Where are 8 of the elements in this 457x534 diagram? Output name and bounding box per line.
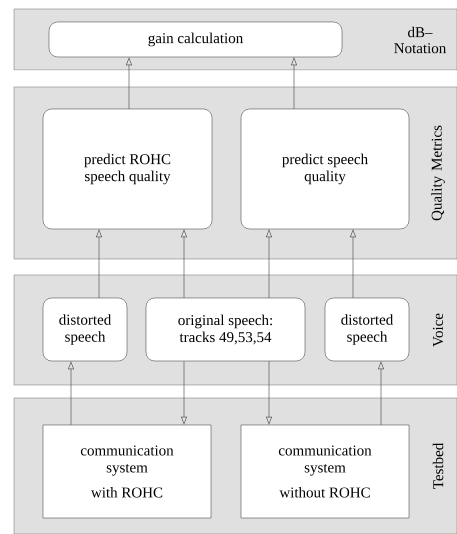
process-box: communication system without ROHC xyxy=(240,424,410,518)
process-box: distorted speech xyxy=(324,298,410,362)
process-box: communication system with ROHC xyxy=(42,424,212,518)
process-box: distorted speech xyxy=(42,298,128,362)
process-box: predict ROHC speech quality xyxy=(42,108,212,230)
process-box: gain calculation xyxy=(48,22,342,58)
process-box: original speech: tracks 49,53,54 xyxy=(146,298,306,362)
process-box: predict speech quality xyxy=(240,108,410,230)
